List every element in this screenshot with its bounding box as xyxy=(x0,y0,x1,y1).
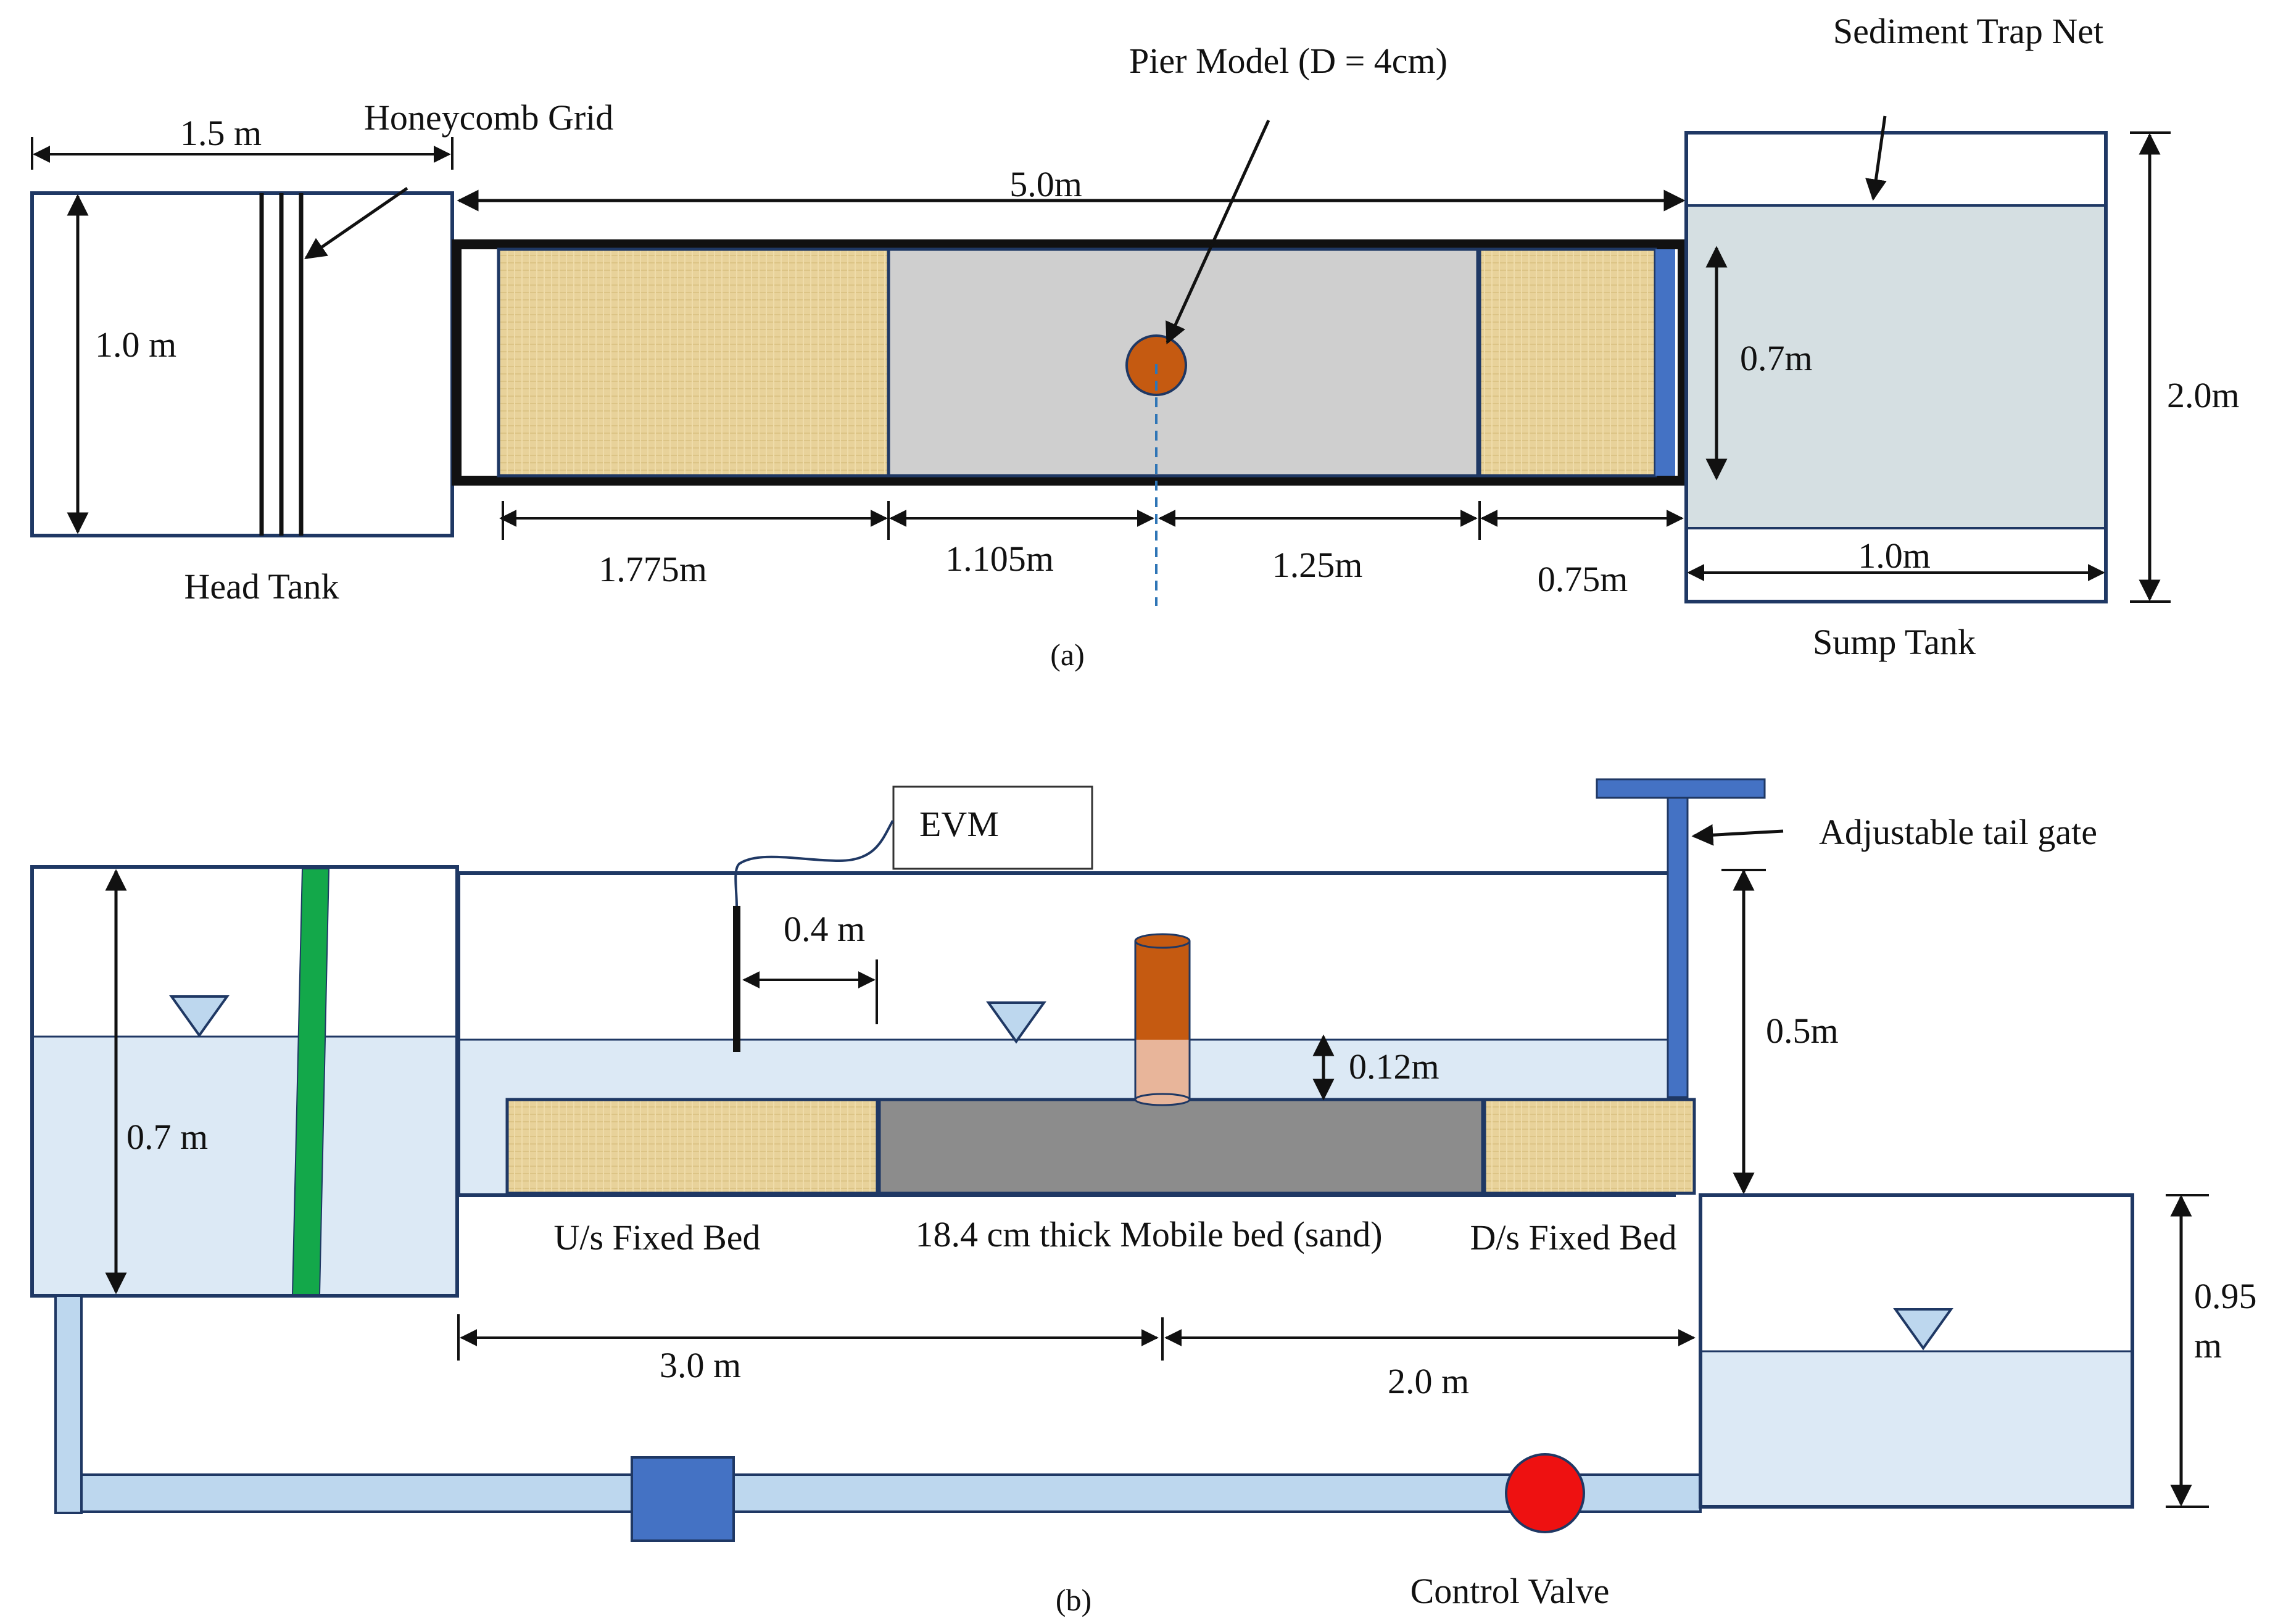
vertical-pipe xyxy=(54,1295,83,1514)
pier-model-label: Pier Model (D = 4cm) xyxy=(1129,41,1448,81)
upstream-distance-label: 3.0 m xyxy=(660,1345,741,1385)
downstream-distance-label: 2.0 m xyxy=(1388,1361,1469,1401)
segment-label-3: 1.25m xyxy=(1272,545,1363,585)
pier-pointer-arrow xyxy=(1166,119,1270,345)
head-tank-width-label: 1.5 m xyxy=(180,113,262,153)
sump-height-label-line-2: m xyxy=(2194,1325,2222,1365)
head-tank-depth-label: 0.7 m xyxy=(126,1117,208,1157)
pier-bottom xyxy=(1134,1093,1191,1106)
flume-height-label: 0.5m xyxy=(1766,1011,1839,1051)
downstream-fixed-bed xyxy=(1483,1098,1696,1195)
side-view: 0.7 m Control Valve U/s Fixed Bed 18.4 c… xyxy=(30,778,2257,1617)
pier-model-side xyxy=(1134,933,1191,1106)
tail-gate: Adjustable tail gate xyxy=(1596,778,2097,1098)
honeycomb-grid-label: Honeycomb Grid xyxy=(364,97,613,138)
sump-height-label: 2.0m xyxy=(2167,375,2240,415)
tail-gate-pointer-arrow xyxy=(1691,824,1784,846)
caption-a: (a) xyxy=(1050,637,1085,672)
flume-side: U/s Fixed Bed 18.4 cm thick Mobile bed (… xyxy=(457,778,2097,1401)
sump-tank-fill xyxy=(1688,205,2104,528)
water-depth-label: 0.12m xyxy=(1349,1046,1439,1087)
tail-gate-plate xyxy=(1667,797,1689,1098)
segment-label-4: 0.75m xyxy=(1538,559,1628,599)
upstream-bed-label: U/s Fixed Bed xyxy=(553,1217,760,1257)
sump-height-label-line-1: 0.95 xyxy=(2194,1276,2257,1316)
net-pointer-arrow xyxy=(1865,115,1887,201)
head-tank-label: Head Tank xyxy=(184,566,339,607)
upstream-fixed-bed-plan xyxy=(497,247,890,478)
head-tank-water xyxy=(32,1037,457,1296)
sump-width-label: 1.0m xyxy=(1858,536,1931,576)
sump-tank-plan: Sediment Trap Net 0.7m 1.0m 2.0m Sump Ta… xyxy=(1684,11,2240,662)
pier-top xyxy=(1134,933,1191,949)
segment-label-2: 1.105m xyxy=(945,539,1054,579)
evm-probe: EVM 0.4 m xyxy=(733,785,1093,1052)
control-valve xyxy=(1505,1453,1585,1533)
tail-gate-label: Adjustable tail gate xyxy=(1819,812,2097,852)
head-tank-side: 0.7 m xyxy=(30,865,459,1298)
water-level-marker xyxy=(1893,1308,1953,1351)
water-level-marker xyxy=(986,1001,1046,1044)
pump xyxy=(631,1456,735,1542)
downstream-fixed-bed-plan xyxy=(1478,247,1657,478)
evm-box xyxy=(892,785,1093,870)
pier-submerged xyxy=(1135,1040,1190,1100)
control-valve-label: Control Valve xyxy=(1410,1571,1610,1611)
tail-gate-top-bar xyxy=(1596,778,1766,799)
head-tank-height-label: 1.0 m xyxy=(95,325,176,365)
honeycomb-pointer-arrow xyxy=(304,186,408,260)
horizontal-pipe xyxy=(80,1473,1702,1513)
flume-plan: 5.0m Pier Model (D = 4cm) 1.775m 1.105m … xyxy=(452,41,1688,606)
sediment-trap-net-label: Sediment Trap Net xyxy=(1833,11,2103,51)
evm-distance-label: 0.4 m xyxy=(784,909,865,949)
pier-body xyxy=(1135,941,1190,1040)
evm-label: EVM xyxy=(919,804,999,844)
water-level-marker xyxy=(169,995,230,1038)
tail-gate-plan xyxy=(1655,249,1675,476)
sump-tank-side: 0.95 m xyxy=(1699,1193,2257,1509)
sump-tank-side-outline xyxy=(1699,1193,2134,1509)
segment-label-1: 1.775m xyxy=(598,549,707,589)
caption-b: (b) xyxy=(1056,1583,1091,1617)
sump-inner-height-label: 0.7m xyxy=(1740,338,1813,378)
head-tank-plan: 1.0 m 1.5 m Honeycomb Grid Head Tank xyxy=(30,97,613,607)
sump-tank-label: Sump Tank xyxy=(1813,622,1976,662)
upstream-fixed-bed xyxy=(505,1098,879,1195)
sump-water xyxy=(1700,1351,2132,1507)
evm-cable xyxy=(734,820,894,908)
downstream-bed-label: D/s Fixed Bed xyxy=(1470,1217,1676,1257)
plan-view: 1.0 m 1.5 m Honeycomb Grid Head Tank 5.0… xyxy=(30,11,2240,672)
mobile-bed xyxy=(877,1098,1485,1195)
head-tank-outline xyxy=(30,191,454,537)
flume-length-label: 5.0m xyxy=(1009,164,1082,204)
mobile-bed-label: 18.4 cm thick Mobile bed (sand) xyxy=(915,1214,1382,1254)
green-baffle xyxy=(291,868,330,1295)
return-pipeline: Control Valve xyxy=(54,1295,1702,1611)
